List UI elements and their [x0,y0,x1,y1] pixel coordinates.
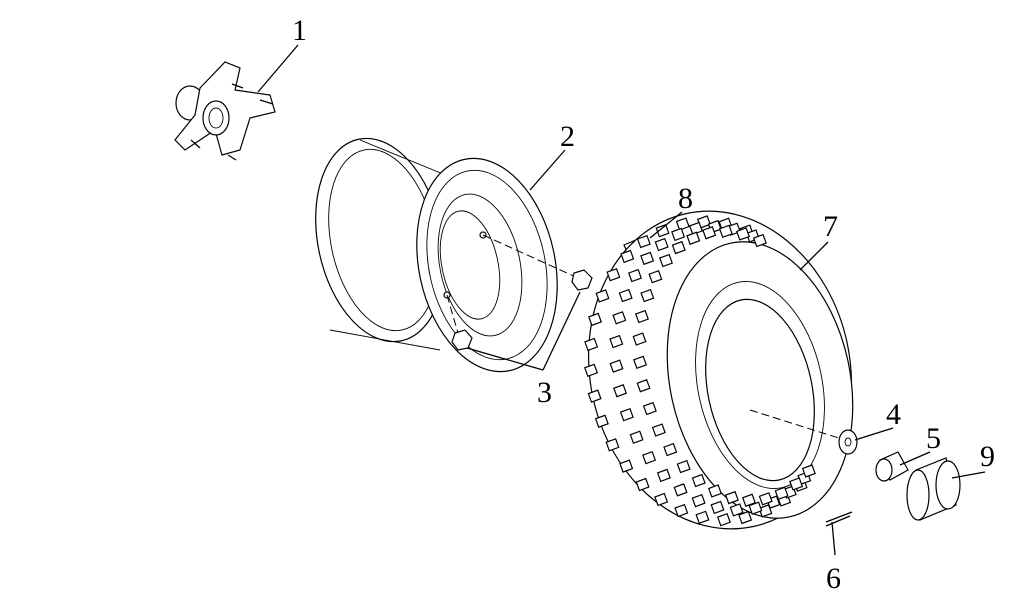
tread-block [640,288,655,303]
callout-1: 1 [292,14,307,47]
tread-block [724,490,739,505]
leader-lines [257,44,986,556]
tread-block [635,477,650,492]
tread-block [619,407,634,422]
callout-2: 2 [560,120,575,153]
part-hub [174,61,276,161]
tread-block [758,492,773,506]
part-cotter-pin [825,511,853,527]
tread-block [628,268,643,283]
tread-block [676,459,691,474]
tread-block [758,504,773,518]
tread-block [620,249,635,264]
tread-block [584,337,599,352]
tread-block [609,359,624,373]
part-washer [838,429,858,455]
tread-block [716,512,731,527]
tread-block [606,267,621,282]
tread-block [634,309,649,324]
tread-block [688,221,703,236]
tread-block [675,217,690,231]
tread-block [663,442,678,457]
part-lug-nuts [446,234,593,351]
tread-block [738,510,753,525]
tread-block [584,363,599,377]
tread-block [707,484,722,498]
tread-block [741,493,756,507]
tread-block [642,401,657,416]
tread-block [729,503,744,517]
tread-block [735,227,750,241]
tread-block [633,355,648,370]
tread-block [588,312,603,327]
tread-block [695,510,710,525]
tread-block [609,334,624,349]
tread-block [801,464,816,478]
tread-block [673,483,688,497]
tread-block [710,500,725,515]
tread-block [605,438,620,452]
part-rim [315,137,558,373]
tread-block [654,237,669,252]
tread-block [656,468,671,483]
tread-block [619,459,634,473]
tread-block [612,311,627,325]
tread-block [642,450,657,465]
tread-block [671,240,686,255]
tread-block [789,477,804,491]
tread-block [748,501,763,515]
tread-block [774,486,789,501]
tread-block [658,253,674,268]
tread-block [594,414,609,428]
part-castle-nut [875,451,909,482]
tread-block [613,384,628,398]
callout-5: 5 [926,422,941,455]
tread-block [587,389,602,403]
callout-3: 3 [537,376,552,409]
callout-9: 9 [980,440,995,473]
tread-block [686,231,701,245]
tread-block [651,423,666,437]
tread-block [654,492,669,507]
tread-block [595,289,610,303]
part-hub-cap [906,457,961,521]
callout-6: 6 [826,562,841,595]
tread-block [691,493,706,508]
part-tire [584,210,854,530]
tread-block [752,233,767,248]
callout-7: 7 [823,210,838,243]
tire-tread-pattern [584,215,816,527]
callout-8: 8 [678,182,693,215]
callout-4: 4 [886,398,901,431]
tread-block [632,332,647,346]
tread-block [618,288,633,303]
tread-block [671,227,686,242]
tread-block [629,430,644,444]
tread-block [702,226,717,240]
tread-block [640,251,655,266]
tread-block [636,379,651,393]
tread-block [674,503,689,518]
tread-block [691,473,706,488]
tread-block [718,224,733,239]
tread-block [648,270,663,284]
tread-block [636,234,651,249]
